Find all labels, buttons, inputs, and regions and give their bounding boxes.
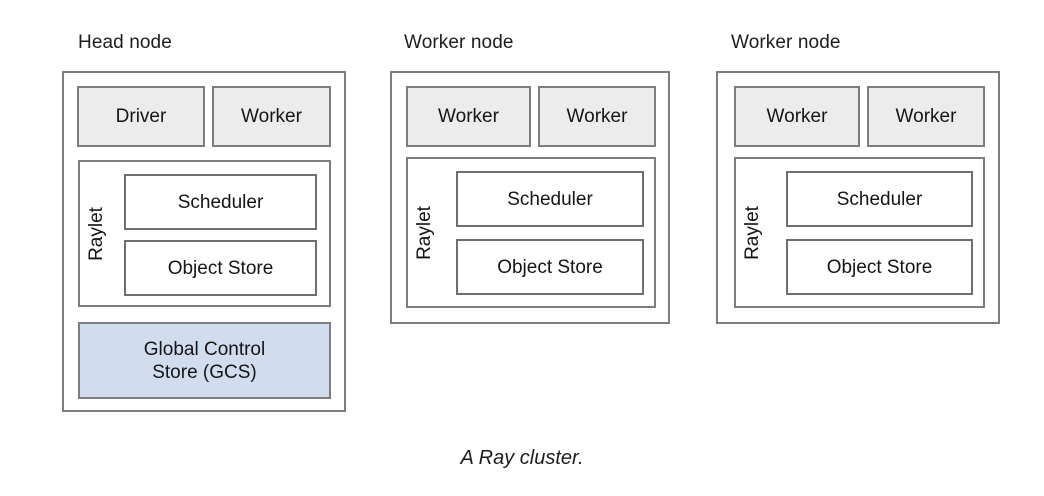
worker2-raylet-label: Raylet [742, 205, 764, 260]
head-process-worker: Worker [212, 86, 331, 147]
worker2-raylet-scheduler-label: Scheduler [836, 188, 923, 210]
head-raylet: Raylet Scheduler Object Store [78, 160, 331, 307]
worker2-process-worker-b-label: Worker [895, 106, 957, 127]
worker2-process-worker-a: Worker [734, 86, 860, 147]
worker2-raylet-object-store-label: Object Store [826, 256, 933, 278]
worker1-raylet: Raylet Scheduler Object Store [406, 157, 656, 308]
worker2-raylet-scheduler: Scheduler [786, 171, 973, 227]
head-raylet-object-store-label: Object Store [167, 257, 274, 279]
worker1-process-worker-a: Worker [406, 86, 531, 147]
node-title-worker-1: Worker node [404, 32, 514, 53]
node-head: Driver Worker Raylet Scheduler Object St… [62, 71, 346, 412]
head-raylet-scheduler-label: Scheduler [177, 191, 264, 213]
worker1-raylet-object-store-label: Object Store [497, 256, 603, 278]
node-title-head: Head node [78, 32, 172, 53]
gcs-label-line1: Global Control [143, 338, 266, 360]
node-worker-1: Worker Worker Raylet Scheduler Object St… [390, 71, 670, 324]
worker2-raylet-object-store: Object Store [786, 239, 973, 295]
worker2-process-worker-b: Worker [867, 86, 985, 147]
node-title-worker-2: Worker node [731, 32, 841, 53]
worker2-raylet: Raylet Scheduler Object Store [734, 157, 985, 308]
head-process-driver-label: Driver [115, 106, 167, 127]
head-global-control-store: Global Control Store (GCS) [78, 322, 331, 399]
worker1-process-worker-b-label: Worker [566, 106, 628, 127]
head-process-worker-label: Worker [241, 106, 302, 127]
worker2-process-worker-a-label: Worker [766, 106, 828, 127]
worker1-raylet-scheduler-label: Scheduler [507, 188, 593, 210]
head-process-driver: Driver [77, 86, 205, 147]
worker1-raylet-label: Raylet [414, 205, 436, 260]
head-raylet-object-store: Object Store [124, 240, 317, 296]
head-raylet-label: Raylet [86, 206, 108, 261]
worker1-process-worker-a-label: Worker [438, 106, 499, 127]
worker1-raylet-object-store: Object Store [456, 239, 644, 295]
gcs-label-line2: Store (GCS) [152, 361, 257, 383]
head-raylet-scheduler: Scheduler [124, 174, 317, 230]
node-worker-2: Worker Worker Raylet Scheduler Object St… [716, 71, 1000, 324]
worker1-raylet-scheduler: Scheduler [456, 171, 644, 227]
worker1-process-worker-b: Worker [538, 86, 656, 147]
figure-caption: A Ray cluster. [460, 447, 584, 469]
